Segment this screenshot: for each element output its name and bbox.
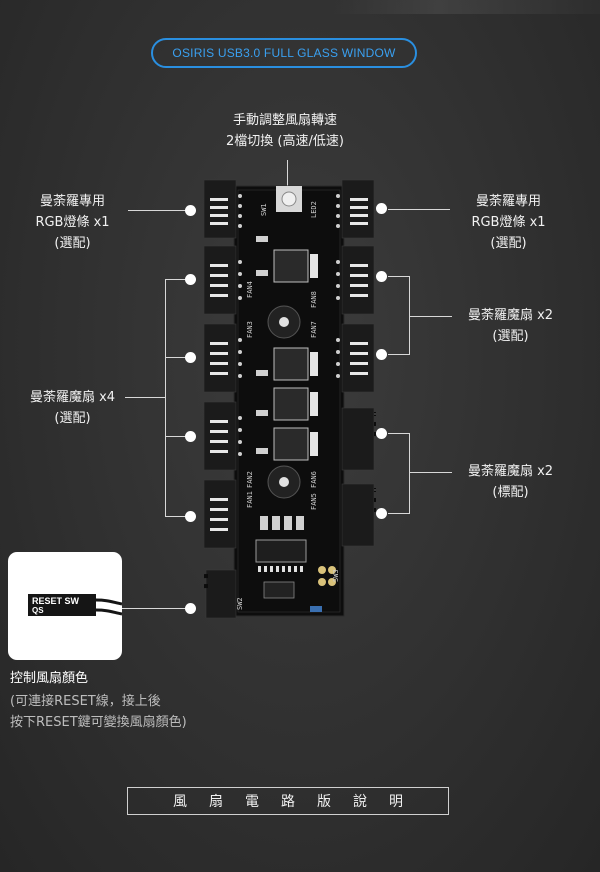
reset-title: 控制風扇顏色 bbox=[10, 671, 89, 686]
product-title-badge: OSIRIS USB3.0 FULL GLASS WINDOW bbox=[151, 38, 417, 68]
left-fans-tick3 bbox=[165, 436, 190, 437]
left-fans-line2: (選配) bbox=[54, 411, 91, 426]
right-std-tick1 bbox=[388, 433, 410, 434]
right-fans-optional-label: 曼荼羅魔扇 x2 (選配) bbox=[458, 305, 563, 347]
right-std-line2: (標配) bbox=[492, 485, 529, 500]
left-fans-line1: 曼荼羅魔扇 x4 bbox=[29, 390, 116, 405]
left-fan-dot-4 bbox=[185, 511, 196, 522]
left-rgb-line3: (選配) bbox=[54, 236, 91, 251]
speed-switch-line bbox=[287, 160, 288, 190]
speed-switch-label: 手動調整風扇轉速 2檔切換 (高速/低速) bbox=[200, 110, 370, 152]
right-std-tick2 bbox=[388, 513, 410, 514]
left-rgb-dot bbox=[185, 205, 196, 216]
right-opt-dot-2 bbox=[376, 349, 387, 360]
right-opt-connector bbox=[410, 316, 452, 317]
reset-connector-image bbox=[28, 594, 123, 616]
reset-description: 控制風扇顏色 (可連接RESET線，接上後 按下RESET鍵可變換風扇顏色) bbox=[10, 668, 187, 733]
reset-note-1: (可連接RESET線，接上後 bbox=[10, 694, 161, 709]
silk-fan6: FAN6 bbox=[310, 471, 318, 488]
reset-note-2: 按下RESET鍵可變換風扇顏色) bbox=[10, 715, 187, 730]
silk-sw2: SW2 bbox=[236, 597, 244, 610]
product-title: OSIRIS USB3.0 FULL GLASS WINDOW bbox=[172, 46, 396, 60]
reset-line bbox=[122, 608, 190, 609]
right-rgb-label: 曼荼羅專用 RGB燈條 x1 (選配) bbox=[456, 191, 561, 254]
right-rgb-line bbox=[388, 209, 450, 210]
left-fans-tick1 bbox=[165, 279, 190, 280]
footer-title-box: 風扇電路版說明 bbox=[127, 787, 449, 815]
speed-switch-title: 手動調整風扇轉速 bbox=[232, 113, 337, 128]
silk-sw1: SW1 bbox=[260, 203, 268, 216]
right-opt-tick1 bbox=[388, 276, 410, 277]
reset-cable-card: RESET SW QS bbox=[8, 552, 123, 660]
fan-circuit-board: FAN3 FAN4 FAN7 FAN8 FAN2 FAN1 FAN6 FAN5 … bbox=[204, 179, 376, 619]
left-rgb-line2: RGB燈條 x1 bbox=[35, 215, 110, 230]
reset-cable-sublabel: QS bbox=[32, 606, 44, 615]
right-std-dot-1 bbox=[376, 428, 387, 439]
right-std-bracket bbox=[409, 433, 410, 514]
top-decoration bbox=[330, 0, 600, 14]
left-fans-label: 曼荼羅魔扇 x4 (選配) bbox=[20, 387, 125, 429]
left-fans-tick4 bbox=[165, 516, 190, 517]
silk-fan1: FAN1 bbox=[246, 491, 254, 508]
right-std-dot-2 bbox=[376, 508, 387, 519]
reset-cable-label: RESET SW bbox=[32, 596, 80, 606]
left-fans-bracket bbox=[165, 279, 166, 516]
left-rgb-line bbox=[128, 210, 190, 211]
right-std-line1: 曼荼羅魔扇 x2 bbox=[467, 464, 554, 479]
right-opt-line1: 曼荼羅魔扇 x2 bbox=[467, 308, 554, 323]
silk-fan3: FAN3 bbox=[246, 321, 254, 338]
left-rgb-label: 曼荼羅專用 RGB燈條 x1 (選配) bbox=[20, 191, 125, 254]
left-rgb-line1: 曼荼羅專用 bbox=[39, 194, 105, 209]
right-opt-line2: (選配) bbox=[492, 329, 529, 344]
silk-fan8: FAN8 bbox=[310, 291, 318, 308]
right-opt-dot-1 bbox=[376, 271, 387, 282]
right-rgb-line2: RGB燈條 x1 bbox=[471, 215, 546, 230]
left-fan-dot-1 bbox=[185, 274, 196, 285]
silk-led2: LED2 bbox=[310, 201, 318, 218]
silk-fan5: FAN5 bbox=[310, 493, 318, 510]
right-fans-standard-label: 曼荼羅魔扇 x2 (標配) bbox=[458, 461, 563, 503]
reset-cable-text: RESET SW QS bbox=[32, 596, 79, 616]
right-opt-tick2 bbox=[388, 354, 410, 355]
silk-fan2: FAN2 bbox=[246, 471, 254, 488]
reset-dot bbox=[185, 603, 196, 614]
left-fans-tick2 bbox=[165, 357, 190, 358]
left-fans-connector bbox=[125, 397, 165, 398]
silk-fan4: FAN4 bbox=[246, 281, 254, 298]
speed-switch-modes: 2檔切換 (高速/低速) bbox=[226, 134, 344, 149]
right-rgb-dot bbox=[376, 203, 387, 214]
left-fan-dot-2 bbox=[185, 352, 196, 363]
right-rgb-line1: 曼荼羅專用 bbox=[475, 194, 541, 209]
silk-sw3: SW3 bbox=[332, 569, 340, 582]
right-std-connector bbox=[410, 472, 452, 473]
right-rgb-line3: (選配) bbox=[490, 236, 527, 251]
left-fan-dot-3 bbox=[185, 431, 196, 442]
footer-title: 風扇電路版說明 bbox=[173, 794, 425, 810]
silk-fan7: FAN7 bbox=[310, 321, 318, 338]
right-opt-bracket bbox=[409, 276, 410, 355]
